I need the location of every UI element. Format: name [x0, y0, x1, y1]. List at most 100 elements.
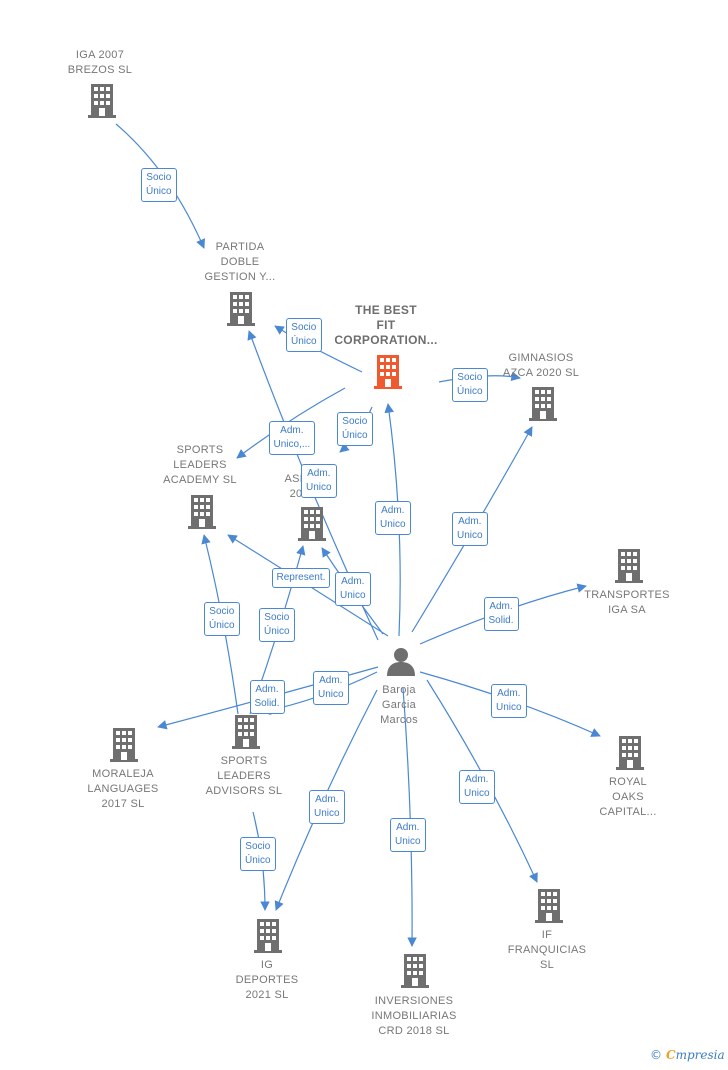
edge-label-line: Socio: [457, 372, 483, 383]
edge-label-e-person-ase[interactable]: Adm.Unico: [335, 572, 371, 606]
node-label-line: CAPITAL...: [599, 806, 657, 818]
edge-label-line: Adm.: [280, 425, 304, 436]
company-building-icon[interactable]: [188, 495, 216, 529]
edge-label-e-person-sladv[interactable]: Adm. Unico: [313, 671, 349, 705]
edge-label-e-person-royal[interactable]: Adm.Unico: [491, 684, 527, 718]
edge-label-line: Único: [209, 620, 235, 631]
edge-label-e-person-iffran[interactable]: Adm.Unico: [459, 770, 495, 804]
edge-label-line: Unico: [318, 689, 344, 700]
edge-label-e-person-partida[interactable]: Adm.Unico: [301, 464, 337, 498]
node-label-line: Marcos: [380, 714, 418, 726]
node-label-line: 20: [289, 488, 303, 500]
edge-label-e-person-inversiones[interactable]: Adm. Unico: [390, 818, 426, 852]
edge-label-line: Único: [264, 626, 290, 637]
company-building-icon[interactable]: [401, 954, 429, 988]
edge-label-line: Adm.: [489, 601, 513, 612]
node-label-line: FIT: [376, 318, 396, 332]
node-label-line: ROYAL: [609, 776, 647, 788]
node-label-line: Baroja: [382, 684, 416, 696]
company-building-icon[interactable]: [529, 387, 557, 421]
node-label-line: LANGUAGES: [87, 783, 159, 795]
node-label-line: CORPORATION...: [334, 333, 438, 347]
edge-label-line: Adm.: [319, 675, 343, 686]
edge-label-line: Socio: [291, 322, 317, 333]
node-label-line: SPORTS: [220, 755, 268, 767]
edge-label-e-person-gimnasios[interactable]: Adm. Unico: [452, 512, 488, 546]
node-label-line: IGA 2007: [75, 49, 125, 61]
node-label-line: IG: [260, 959, 274, 971]
focus-company-icon[interactable]: [374, 355, 402, 389]
node-label-line: DOBLE: [220, 256, 260, 268]
edge-label-line: Socio: [342, 416, 368, 427]
node-label-line: Garcia: [381, 699, 417, 711]
edge-label-line: Adm.: [396, 822, 420, 833]
node-label-line: 2021 SL: [245, 989, 289, 1001]
company-building-icon[interactable]: [616, 736, 644, 770]
company-building-icon[interactable]: [88, 84, 116, 118]
edge-label-line: Represent.: [276, 572, 326, 583]
person-icon[interactable]: [387, 648, 415, 676]
edge-label-e-person-sla[interactable]: Represent.: [271, 568, 331, 588]
edge-label-line: Adm.: [307, 468, 331, 479]
edge-label-line: Único: [291, 336, 317, 347]
edge-label-line: Socio: [146, 172, 172, 183]
node-label-line: CRD 2018 SL: [378, 1025, 450, 1037]
edge-label-line: Unico: [457, 530, 483, 541]
copyright-symbol: ©: [650, 1048, 662, 1062]
edge-label-line: Unico: [395, 836, 421, 847]
node-label-line: BREZOS SL: [67, 64, 133, 76]
node-label-line: GESTION Y...: [204, 271, 276, 283]
node-label-line: INVERSIONES: [374, 995, 454, 1007]
company-building-icon[interactable]: [227, 292, 255, 326]
edge-label-line: Socio: [245, 841, 271, 852]
node-label-line: IGA SA: [608, 604, 646, 616]
node-label-line: OAKS: [612, 791, 644, 803]
node-label-gimnasios[interactable]: GIMNASIOS AZCA 2020 SL: [481, 351, 601, 381]
company-building-icon[interactable]: [615, 549, 643, 583]
company-building-icon[interactable]: [535, 889, 563, 923]
company-building-icon[interactable]: [298, 507, 326, 541]
edge-label-line: Adm.: [458, 516, 482, 527]
node-label-line: SL: [539, 959, 555, 971]
edge-label-line: Único: [245, 855, 271, 866]
edge-label-e-person-transportes[interactable]: Adm.Solid.: [483, 597, 519, 631]
edge-label-e-person-bestfit[interactable]: Adm.Unico: [375, 501, 411, 535]
node-label-line: SPORTS: [176, 444, 224, 456]
edge-label-e-person-moraleja[interactable]: Adm.Solid.: [249, 680, 285, 714]
node-label-royal[interactable]: ROYAL OAKS CAPITAL...: [568, 775, 688, 820]
brand-name: mpresia: [675, 1048, 725, 1062]
edge-label-line: Adm.: [465, 774, 489, 785]
company-building-icon[interactable]: [254, 919, 282, 953]
edge-label-line: Adm.: [315, 794, 339, 805]
node-label-line: GIMNASIOS: [508, 352, 574, 364]
edge-label-line: Unico: [380, 519, 406, 530]
company-building-icon[interactable]: [110, 728, 138, 762]
edge-label-line: Unico: [314, 808, 340, 819]
edge-label-e-person-igdep[interactable]: Adm. Unico: [309, 790, 345, 824]
node-label-line: AZCA 2020 SL: [502, 367, 580, 379]
node-label-line: ACADEMY SL: [163, 474, 237, 486]
node-label-line: 2017 SL: [101, 798, 145, 810]
edge-label-e-bestfit-sla[interactable]: Adm.Unico,...: [268, 421, 316, 455]
company-building-icon[interactable]: [232, 715, 260, 749]
